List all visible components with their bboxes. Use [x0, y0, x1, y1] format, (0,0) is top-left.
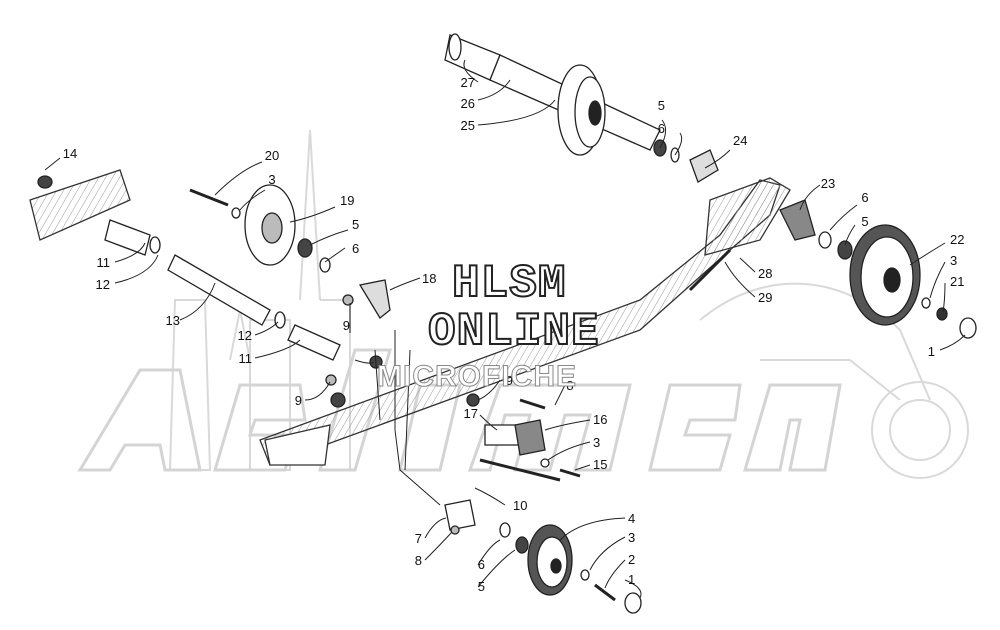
- callout-label: 8: [566, 378, 573, 393]
- callout-label: 15: [593, 457, 607, 472]
- cross-shafts: [37, 175, 341, 361]
- callout-label: 19: [340, 193, 354, 208]
- callout-label: 11: [97, 255, 111, 270]
- slide-rail: [29, 169, 791, 466]
- callout-label: 3: [268, 172, 275, 187]
- callout-label: 8: [415, 553, 422, 568]
- callout-label: 5: [861, 214, 868, 229]
- callout-label: 6: [861, 190, 868, 205]
- callout-label: 21: [950, 274, 964, 289]
- lower-idler-wheel: [444, 499, 642, 614]
- callout-label: 6: [352, 241, 359, 256]
- callout-label: 7: [415, 531, 422, 546]
- right-idler-wheel: [688, 199, 977, 339]
- callout-label: 29: [758, 290, 772, 305]
- callout-label: 3: [593, 435, 600, 450]
- callout-label: 5: [478, 579, 485, 594]
- callout-label: 4: [628, 511, 635, 526]
- callout-label: 25: [461, 118, 475, 133]
- callout-label: 1: [928, 344, 935, 359]
- watermark-graphics: [168, 129, 969, 479]
- callout-label: 9: [343, 318, 350, 333]
- callout-label: 17: [464, 406, 478, 421]
- callout-label: 3: [628, 530, 635, 545]
- callout-label: 6: [658, 121, 665, 136]
- callout-label: 2: [628, 552, 635, 567]
- callout-label: 5: [352, 217, 359, 232]
- callout-label: 20: [265, 148, 279, 163]
- callout-label: 24: [733, 133, 747, 148]
- callout-label: 12: [96, 277, 110, 292]
- callout-label: 18: [422, 271, 436, 286]
- callout-label: 9: [295, 393, 302, 408]
- callout-label: 3: [950, 253, 957, 268]
- callout-label: 11: [239, 351, 253, 366]
- upper-idler-wheel: [189, 184, 331, 273]
- callout-label: 5: [658, 98, 665, 113]
- callout-label: 22: [950, 232, 964, 247]
- callout-label: 23: [821, 176, 835, 191]
- callout-label: 9: [506, 373, 513, 388]
- rear-axle-assembly: [444, 33, 719, 183]
- callout-label: 6: [478, 557, 485, 572]
- callout-label: 28: [758, 266, 772, 281]
- callout-label: 13: [166, 313, 180, 328]
- callout-label: 14: [63, 146, 77, 161]
- callout-labels: 27 26 25 5 6 24 14 20 3 19 5 6 23 6 5 22…: [63, 75, 965, 594]
- callout-label: 1: [628, 572, 635, 587]
- callout-label: 26: [461, 96, 475, 111]
- arm-hardware: [325, 279, 581, 482]
- callout-label: 27: [461, 75, 475, 90]
- leader-lines: [44, 59, 966, 599]
- callout-label: 16: [593, 412, 607, 427]
- callout-label: 10: [513, 498, 527, 513]
- callout-label: 12: [238, 328, 252, 343]
